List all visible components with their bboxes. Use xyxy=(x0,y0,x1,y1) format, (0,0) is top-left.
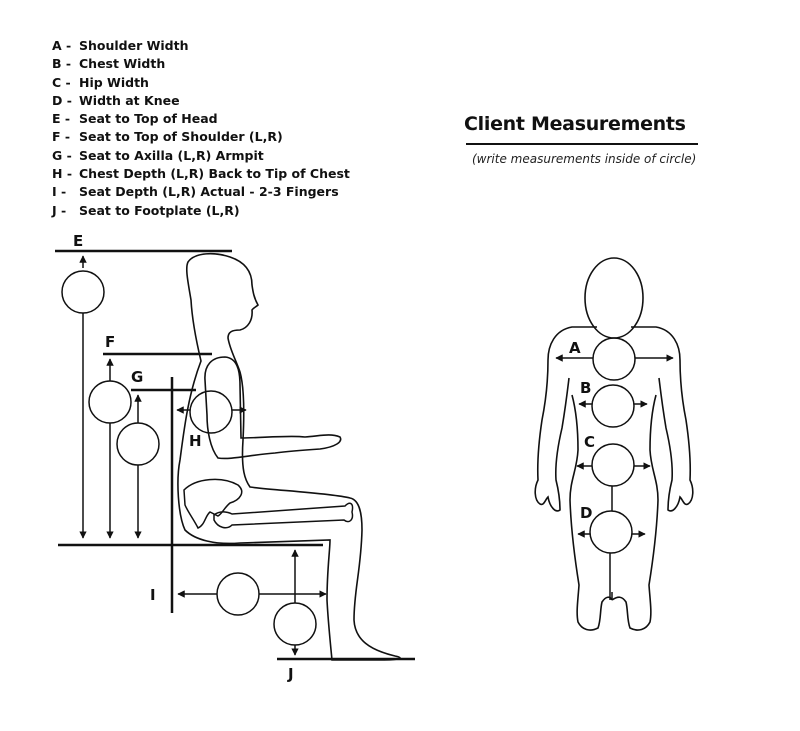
legend-key: J - xyxy=(52,202,67,218)
legend-item-i: I - Seat Depth (L,R) Actual - 2-3 Fingers xyxy=(52,183,350,201)
legend-key: D - xyxy=(52,92,72,108)
measurement-circle-a[interactable] xyxy=(592,337,636,381)
legend-text: Shoulder Width xyxy=(79,38,189,53)
label-c: C xyxy=(584,433,595,451)
legend-item-e: E - Seat to Top of Head xyxy=(52,110,350,128)
legend-item-c: C - Hip Width xyxy=(52,74,350,92)
legend-key: C - xyxy=(52,74,71,90)
legend-text: Seat to Axilla (L,R) Armpit xyxy=(79,147,264,163)
measurement-c: C xyxy=(576,433,651,511)
measurement-circle-i[interactable] xyxy=(216,572,260,616)
measurement-h: H xyxy=(176,390,247,450)
measurement-b: B xyxy=(578,379,648,428)
legend-item-f: F - Seat to Top of Shoulder (L,R) xyxy=(52,128,350,146)
measurement-j: J xyxy=(273,549,415,683)
measurement-circle-c[interactable] xyxy=(591,443,635,487)
measurement-a: A xyxy=(555,337,674,381)
page-title: Client Measurements xyxy=(464,113,686,135)
label-b: B xyxy=(580,379,591,397)
measurement-circle-d[interactable] xyxy=(589,510,633,554)
seated-body-outline xyxy=(177,252,401,661)
legend-text: Width at Knee xyxy=(79,92,180,108)
legend-text: Seat to Top of Head xyxy=(79,111,218,127)
legend-text: Seat Depth (L,R) Actual - 2-3 Fingers xyxy=(79,184,339,200)
measurement-legend: A - Shoulder Width B - Chest Width C - Hip … xyxy=(52,37,350,220)
legend-item-h: H - Chest Depth (L,R) Back to Tip of Ches… xyxy=(52,165,350,183)
legend-item-g: G - Seat to Axilla (L,R) Armpit xyxy=(52,147,350,165)
measurement-circle-f[interactable] xyxy=(88,380,132,424)
legend-key: E - xyxy=(52,111,71,127)
label-h: H xyxy=(189,432,202,450)
legend-text: Seat to Top of Shoulder (L,R) xyxy=(79,129,283,145)
legend-key: A - xyxy=(52,38,72,53)
measurement-circle-h[interactable] xyxy=(189,390,233,434)
title-underline xyxy=(466,143,698,145)
label-d: D xyxy=(580,504,592,522)
measurement-circle-e[interactable] xyxy=(61,270,105,314)
side-view-figure xyxy=(177,252,401,661)
measurement-circle-b[interactable] xyxy=(591,384,635,428)
seated-arm-outline xyxy=(204,356,342,460)
page-subtitle: (write measurements inside of circle) xyxy=(472,152,697,166)
legend-item-a: A - Shoulder Width xyxy=(52,37,350,55)
measurement-circle-g[interactable] xyxy=(116,422,160,466)
legend-item-d: D - Width at Knee xyxy=(52,92,350,110)
label-i: I xyxy=(150,586,156,604)
legend-item-b: B - Chest Width xyxy=(52,55,350,73)
measurement-i: I xyxy=(150,572,327,616)
legend-item-j: J - Seat to Footplate (L,R) xyxy=(52,202,350,220)
legend-key: B - xyxy=(52,56,72,72)
legend-key: I - xyxy=(52,184,67,200)
measurement-e: E xyxy=(55,232,232,539)
femur-bone xyxy=(213,502,354,529)
label-j: J xyxy=(287,665,294,683)
measurement-circle-j[interactable] xyxy=(273,602,317,646)
label-e: E xyxy=(73,232,83,250)
legend-text: Seat to Footplate (L,R) xyxy=(79,202,240,218)
measurement-d: D xyxy=(577,504,646,600)
label-g: G xyxy=(131,368,143,386)
legend-text: Chest Depth (L,R) Back to Tip of Chest xyxy=(79,166,350,182)
label-a: A xyxy=(569,339,581,357)
pelvis-bone xyxy=(183,478,243,529)
label-f: F xyxy=(105,333,115,351)
head-outline xyxy=(584,257,644,339)
legend-text: Hip Width xyxy=(79,74,149,90)
front-body-outline xyxy=(534,326,694,631)
legend-text: Chest Width xyxy=(79,56,166,72)
legend-key: H - xyxy=(52,166,73,182)
legend-key: F - xyxy=(52,129,71,145)
measurement-g: G xyxy=(116,368,196,539)
legend-key: G - xyxy=(52,147,72,163)
measurement-f: F xyxy=(88,333,212,539)
